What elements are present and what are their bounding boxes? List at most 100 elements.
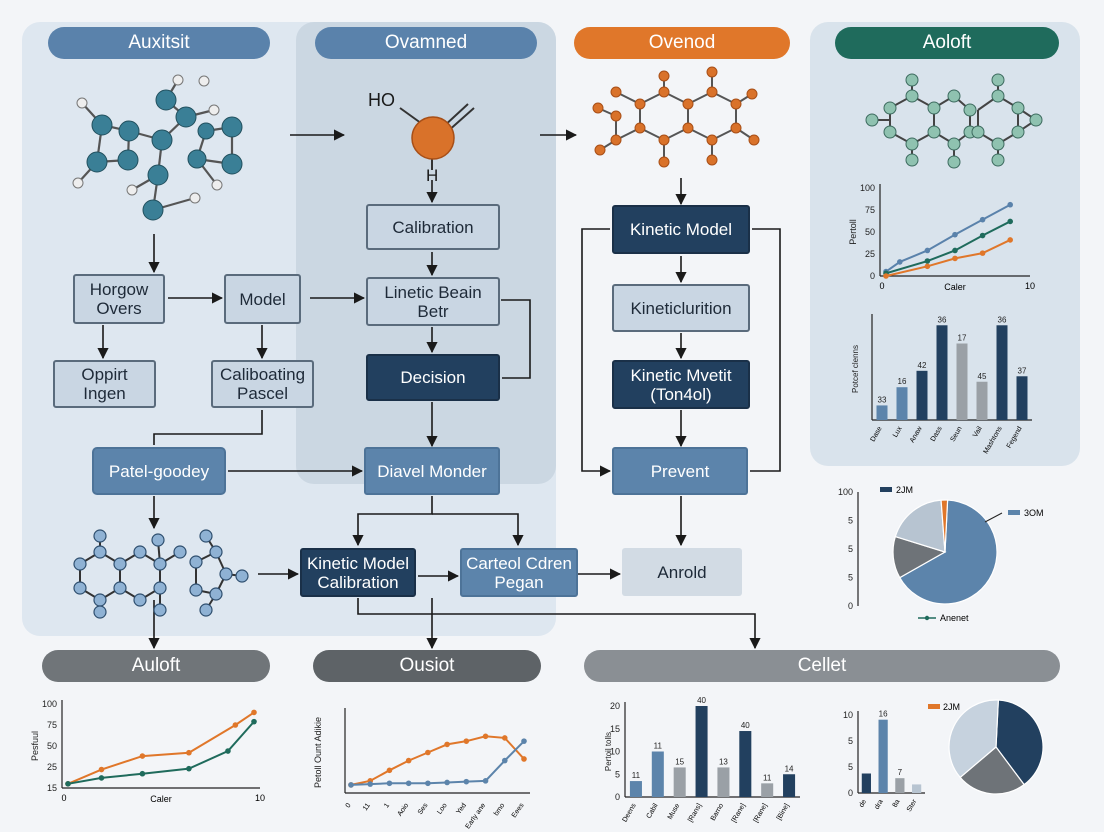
- top_bar-bar: [916, 370, 928, 420]
- header-cellet: Cellet: [584, 650, 1060, 682]
- bottom_line_2-data-point: [348, 782, 354, 788]
- bottom_pie-legend-label: 2JM: [943, 702, 960, 712]
- bottom_line_2-data-point: [482, 778, 489, 784]
- bottom_line_2-series-line: [350, 735, 525, 786]
- bottom_line_1-data-point: [65, 781, 71, 787]
- top_line-data-point: [952, 247, 958, 254]
- top_bar-bar: [976, 381, 988, 420]
- top_bar-bar-label: 42: [918, 361, 927, 370]
- bottom_bar-bar-label: 13: [719, 757, 728, 766]
- bottom_small_bar-bar: [861, 773, 871, 793]
- top_line-y-tick: 75: [865, 205, 875, 215]
- bottom_line_1-data-point: [225, 748, 231, 754]
- bottom_bar-bar: [651, 751, 664, 797]
- center-panel-background: [296, 22, 556, 484]
- bottom_small_bar-bar-label: 16: [879, 710, 888, 719]
- top_line-y-tick: 100: [860, 183, 875, 193]
- bottom_line_2-data-point: [482, 733, 489, 740]
- bottom_pie-slice: [995, 699, 1044, 786]
- bottom_bar-bar-label: 11: [763, 773, 772, 782]
- top_bar-bar-label: 36: [938, 315, 947, 324]
- top_line-data-point: [897, 259, 903, 265]
- h-label: H: [426, 166, 438, 185]
- bottom_bar-bar: [629, 781, 642, 797]
- bottom_line_2-data-point: [367, 781, 374, 787]
- kinetic-mvetit-box: Kinetic Mvetit (Ton4ol): [612, 360, 750, 409]
- top_line-data-point: [952, 231, 958, 238]
- top_line-data-point: [979, 232, 986, 239]
- top_bar-bar: [996, 325, 1008, 420]
- bottom_bar-bar-label: 40: [741, 721, 750, 730]
- bottom_line_2-data-point: [501, 757, 508, 764]
- bottom_line_1-data-point: [232, 722, 239, 728]
- bottom_bar-bar-label: 15: [675, 757, 684, 766]
- top_line-data-point: [1007, 201, 1013, 208]
- right_pie-legend-label: 3OM: [1024, 508, 1044, 518]
- bottom_bar-bar: [783, 774, 796, 797]
- bottom_line_1-data-point: [139, 753, 146, 759]
- bottom_bar-bar: [673, 767, 686, 797]
- top_bar-bar-label: 45: [978, 372, 987, 381]
- top_line-series-line: [885, 203, 1011, 273]
- bottom_small_bar-x-tick: de: [858, 798, 868, 808]
- top_line-y-tick: 50: [865, 227, 875, 237]
- bottom_bar-bar: [761, 783, 774, 797]
- bottom_line_1-data-point: [186, 765, 192, 772]
- top_line-data-point: [1007, 237, 1013, 243]
- top_bar-bar: [876, 405, 888, 420]
- bottom_line_2-data-point: [405, 757, 412, 764]
- bottom_bar-bar: [717, 767, 730, 797]
- top_line-data-point: [1007, 218, 1013, 225]
- bottom_small_bar-bar-label: 7: [898, 768, 903, 777]
- bottom_bar-y-tick: 20: [610, 701, 620, 711]
- bottom_line_2-y-label: Petoll Ount Adikie: [313, 717, 323, 788]
- top_line-y-label: Pertoll: [848, 219, 858, 245]
- top_line-x-tick: 0: [879, 281, 884, 291]
- bottom_line_2-x-tick: 11: [362, 802, 372, 812]
- bottom_line_2-x-tick: 0: [345, 802, 353, 809]
- bottom_bar-y-tick: 5: [615, 769, 620, 779]
- top_bar-bar-label: 17: [958, 334, 967, 343]
- top_line-data-point: [952, 255, 958, 262]
- bottom_line_1-y-tick: 50: [47, 741, 57, 751]
- bottom_bar-y-label: Pertoil tolls: [604, 732, 613, 771]
- bottom_pie-slice: [959, 746, 1025, 795]
- kinetic-model-calibration-box: Kinetic Model Calibration: [300, 548, 416, 597]
- bottom_small_bar-y-tick: 0: [848, 788, 853, 798]
- top_bar-bar-label: 16: [898, 377, 907, 386]
- top_line-data-point: [979, 216, 986, 223]
- header-ousiot: Ousiot: [313, 650, 541, 682]
- right_pie-y-tick: 5: [848, 516, 853, 526]
- bottom_line_1-x-tick: 10: [255, 793, 265, 803]
- bottom_bar-bar: [695, 706, 708, 797]
- bottom_line_1-series-line: [67, 720, 255, 785]
- bottom_line_1-x-label: Caler: [150, 794, 172, 804]
- bottom_line_1-data-point: [251, 709, 257, 716]
- bottom_small_bar-bar: [878, 719, 888, 793]
- carteol-cdren-box: Carteol Cdren Pegan: [460, 548, 578, 597]
- prevent-box: Prevent: [612, 447, 748, 495]
- right_pie-legend-swatch: [880, 487, 892, 492]
- kinetic-model-box: Kinetic Model: [612, 205, 750, 254]
- bottom_small_bar-y-tick: 10: [843, 710, 853, 720]
- bottom_line_2-data-point: [386, 780, 393, 787]
- bottom_line_2-data-point: [463, 738, 470, 744]
- right_pie-legend-swatch: [1008, 510, 1020, 515]
- top_line-y-tick: 0: [870, 271, 875, 281]
- bottom_bar-bar-label: 40: [697, 696, 706, 705]
- right_pie-slice: [940, 499, 949, 553]
- right_pie-slice: [898, 499, 998, 605]
- top_line-data-point: [924, 258, 931, 264]
- bottom_line_2-data-point: [405, 780, 412, 787]
- caliboating-pascel-box: Caliboating Pascel: [211, 360, 314, 408]
- bottom_bar-y-tick: 10: [610, 747, 620, 757]
- bottom_line_2-data-point: [425, 749, 431, 756]
- bottom_bar-y-tick: 15: [610, 724, 620, 734]
